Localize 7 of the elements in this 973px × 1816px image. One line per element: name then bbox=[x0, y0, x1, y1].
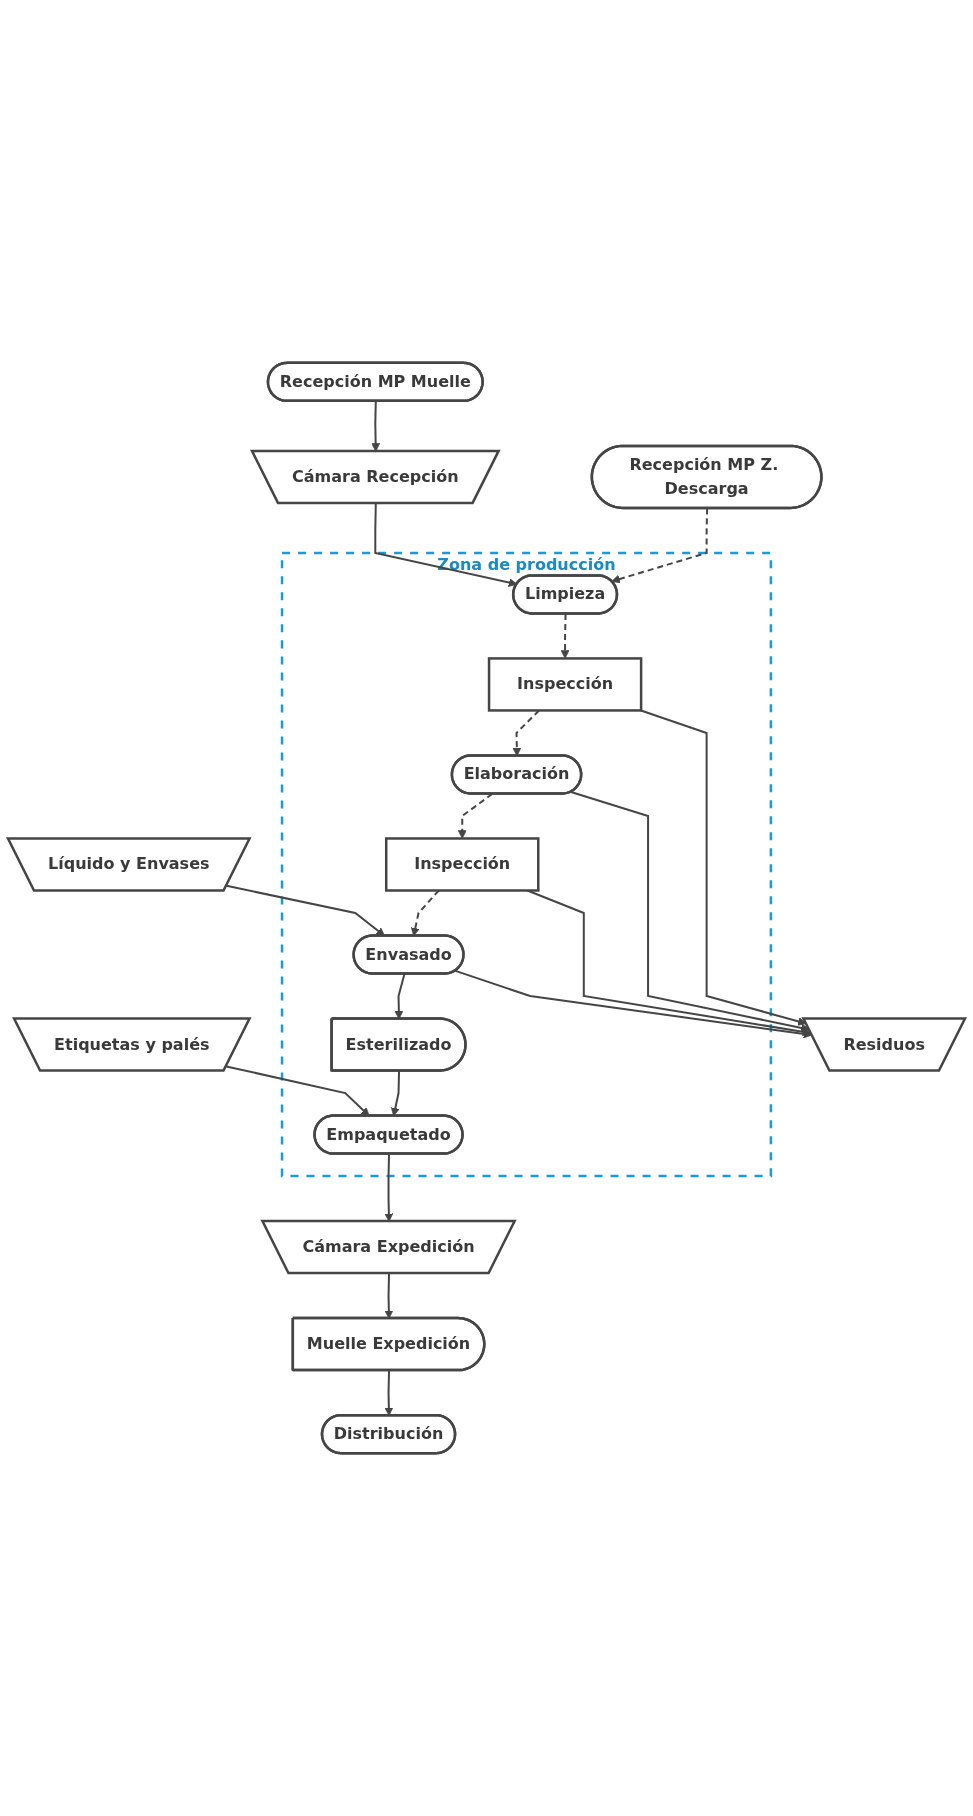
arrow bbox=[454, 969, 813, 1039]
arrow bbox=[611, 507, 709, 584]
arrow bbox=[570, 791, 810, 1033]
arrow bbox=[374, 502, 518, 587]
node-box: Inspección bbox=[487, 657, 643, 712]
arrow bbox=[384, 1153, 394, 1222]
node-box: Inspección bbox=[384, 837, 540, 892]
